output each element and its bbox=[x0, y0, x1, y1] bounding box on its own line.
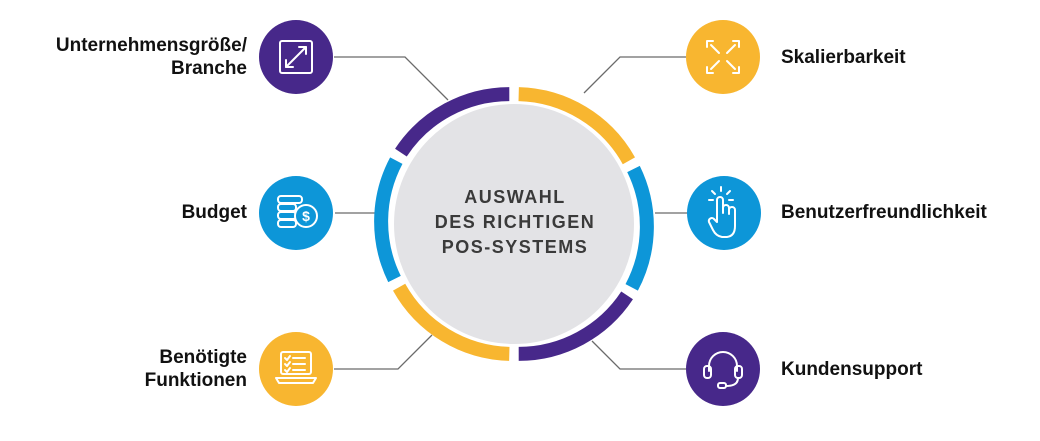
label-functions: Benötigte Funktionen bbox=[145, 346, 247, 392]
factor-budget: $ bbox=[259, 176, 333, 250]
center-title-line: POS-SYSTEMS bbox=[441, 237, 589, 257]
factor-functions bbox=[259, 332, 333, 406]
label-company-size: Unternehmensgröße/ Branche bbox=[56, 34, 247, 80]
connector-line bbox=[591, 340, 686, 370]
label-line: Benutzerfreundlichkeit bbox=[781, 202, 987, 223]
label-budget: Budget bbox=[182, 201, 247, 224]
svg-text:$: $ bbox=[302, 208, 310, 224]
label-line: Unternehmensgröße/ bbox=[55, 35, 247, 56]
label-line: Funktionen bbox=[144, 370, 247, 391]
center-title: AUSWAHL DES RICHTIGEN POS-SYSTEMS bbox=[400, 185, 630, 260]
label-line: Budget bbox=[181, 202, 247, 223]
label-usability: Benutzerfreundlichkeit bbox=[781, 201, 987, 224]
connector-line bbox=[583, 56, 686, 94]
center-circle bbox=[394, 104, 634, 344]
expand-arrows-icon bbox=[706, 40, 740, 74]
factor-company-size bbox=[259, 20, 333, 94]
label-support: Kundensupport bbox=[781, 358, 922, 381]
factor-scalability bbox=[686, 20, 760, 94]
ring-segment-functions bbox=[392, 283, 510, 361]
ring-segment-usability bbox=[625, 165, 654, 291]
laptop-checklist-icon bbox=[275, 351, 317, 384]
tap-hand-icon bbox=[707, 186, 736, 238]
icon-circle bbox=[686, 20, 760, 94]
label-line: Benötigte bbox=[159, 347, 247, 368]
label-scalability: Skalierbarkeit bbox=[781, 46, 906, 69]
headset-icon bbox=[703, 351, 743, 389]
label-line: Skalierbarkeit bbox=[781, 47, 906, 68]
ring-segment-budget bbox=[374, 157, 403, 283]
ring-segment-company-size bbox=[395, 87, 510, 157]
connector-line bbox=[334, 56, 449, 101]
label-line: Branche bbox=[170, 58, 247, 79]
label-line: Kundensupport bbox=[781, 359, 923, 380]
factor-usability bbox=[687, 176, 761, 250]
resize-arrow-icon bbox=[279, 40, 313, 74]
ring-segment-scalability bbox=[518, 87, 636, 165]
center-title-line: AUSWAHL bbox=[464, 187, 566, 207]
ring-segment-support bbox=[518, 291, 633, 361]
outer-ring bbox=[374, 87, 654, 361]
connector-line bbox=[334, 334, 433, 370]
coins-dollar-icon: $ bbox=[277, 195, 318, 228]
factor-support bbox=[686, 332, 760, 406]
icon-circle bbox=[686, 332, 760, 406]
connector-lines bbox=[334, 56, 693, 370]
center-title-line: DES RICHTIGEN bbox=[434, 212, 596, 232]
